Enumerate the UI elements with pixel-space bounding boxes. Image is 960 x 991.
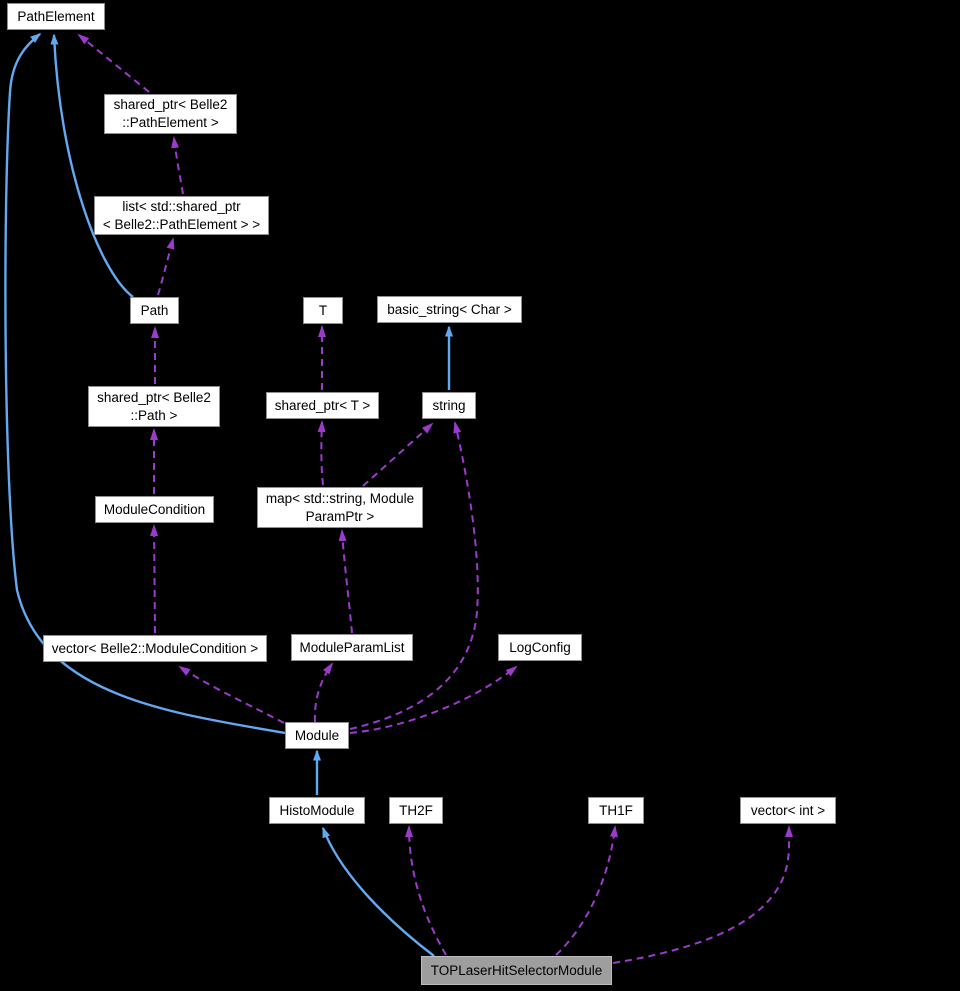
edge-map-to-sharedptr-t: [317, 420, 326, 486]
edge-toplaser-to-histomodule: [321, 826, 435, 957]
edge-module-to-vector-mc: [178, 665, 285, 724]
edge-path-to-pathelement: [50, 33, 134, 298]
node-module[interactable]: Module: [285, 722, 349, 749]
node-logconfig[interactable]: LogConfig: [498, 634, 582, 661]
edge-toplaser-to-th1f: [555, 825, 618, 956]
edge-module-to-logconfig: [349, 665, 518, 734]
node-th1f[interactable]: TH1F: [588, 797, 644, 824]
edge-module-to-moduleparamlist: [313, 662, 334, 723]
edge-moduleparamlist-to-map: [338, 529, 353, 634]
node-t[interactable]: T: [303, 297, 343, 324]
edge-list-to-sharedptr-pathelement: [171, 136, 184, 195]
node-toplaserhitselectormodule: TOPLaserHitSelectorModule: [421, 956, 612, 985]
edge-module-to-string: [349, 421, 479, 730]
node-vector-modulecondition[interactable]: vector< Belle2::ModuleCondition >: [43, 635, 267, 662]
node-shared-ptr-path[interactable]: shared_ptr< Belle2 ::Path >: [88, 386, 220, 427]
edge-toplaser-to-th2f: [405, 825, 447, 956]
node-shared-ptr-t[interactable]: shared_ptr< T >: [266, 392, 379, 419]
node-modulecondition[interactable]: ModuleCondition: [95, 496, 214, 523]
node-path[interactable]: Path: [130, 297, 179, 324]
node-map-string-moduleparamptr[interactable]: map< std::string, Module ParamPtr >: [257, 487, 423, 528]
node-shared-ptr-pathelement[interactable]: shared_ptr< Belle2 ::PathElement >: [104, 94, 237, 134]
edge-path-to-list: [157, 237, 175, 296]
node-histomodule[interactable]: HistoModule: [269, 797, 365, 824]
node-basic-string-char[interactable]: basic_string< Char >: [377, 296, 522, 323]
edge-map-to-string: [362, 422, 434, 487]
node-string[interactable]: string: [422, 392, 476, 419]
node-moduleparamlist[interactable]: ModuleParamList: [291, 634, 413, 661]
edge-toplaser-to-vector-int: [612, 825, 794, 964]
node-th2f[interactable]: TH2F: [389, 797, 443, 824]
node-vector-int[interactable]: vector< int >: [740, 797, 836, 824]
edge-module-to-pathelement: [4, 33, 286, 735]
edge-sharedptr-pathelement-to-pathelement: [77, 33, 150, 93]
edge-vector-mc-to-modulecondition: [150, 524, 159, 634]
node-pathelement[interactable]: PathElement: [7, 3, 105, 30]
node-list-shared-ptr[interactable]: list< std::shared_ptr < Belle2::PathElem…: [94, 196, 269, 235]
